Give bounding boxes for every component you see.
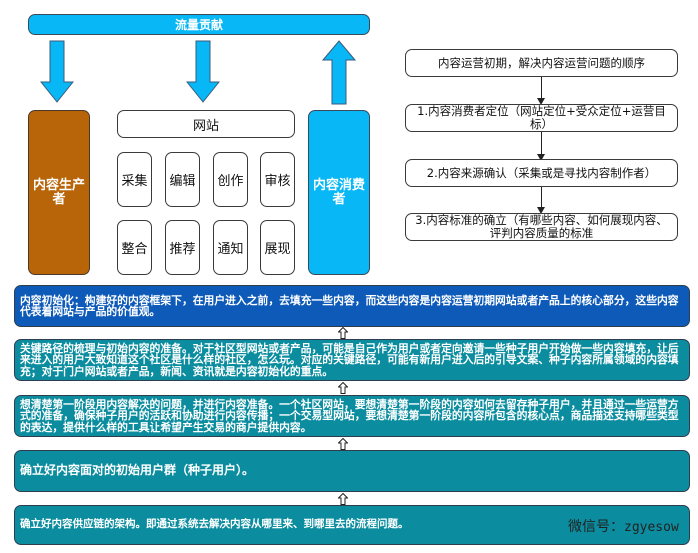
stage-text: 想清楚第一阶段用内容解决的问题，并进行内容准备。一个社区网站，要想清楚第一阶段的… [20, 397, 679, 434]
function-box-edit: 编辑 [165, 152, 200, 207]
flow-connector [541, 77, 542, 100]
flow-step-2: 2.内容来源确认（采集或是寻找内容制作者） [405, 159, 678, 187]
function-label: 编辑 [169, 174, 196, 189]
down-arrow-icon [40, 40, 74, 103]
flow-connector [541, 187, 542, 210]
down-arrow-icon [186, 40, 220, 103]
flow-connector [541, 132, 542, 156]
content-producer-box: 内容生产者 [28, 110, 90, 275]
stage-first-phase: 想清楚第一阶段用内容解决的问题，并进行内容准备。一个社区网站，要想清楚第一阶段的… [14, 395, 690, 437]
flow-step-1: 1.内容消费者定位（网站定位+受众定位+运营目标） [405, 104, 678, 132]
website-label: 网站 [192, 118, 219, 134]
function-box-integrate: 整合 [117, 220, 152, 275]
function-label: 展现 [264, 242, 291, 257]
stage-supply-chain: 确立好内容供应链的架构。即通过系统去解决内容从哪里来、到哪里去的流程问题。 [14, 505, 690, 545]
arrow-down-icon [537, 207, 545, 214]
function-label: 通知 [217, 242, 244, 257]
content-producer-label: 内容生产者 [33, 177, 86, 207]
flow-title: 内容运营初期，解决内容运营问题的顺序 [438, 55, 645, 70]
stage-text: 内容初始化：构建好的内容框架下，在用户进入之前，去填充一些内容，而这些内容是内容… [20, 293, 679, 318]
hollow-up-arrow-icon [338, 493, 348, 505]
function-box-notify: 通知 [213, 220, 248, 275]
content-consumer-label: 内容消费者 [313, 177, 366, 207]
flow-step-label: 1.内容消费者定位（网站定位+受众定位+运营目标） [417, 104, 666, 131]
watermark-label: 微信号： [568, 519, 624, 535]
function-label: 整合 [121, 242, 148, 257]
function-box-display: 展现 [260, 220, 295, 275]
function-box-create: 创作 [213, 152, 248, 207]
stage-seed-users: 确立好内容面对的初始用户群（种子用户）。 [14, 450, 690, 492]
arrow-down-icon [537, 98, 545, 105]
flow-step-3: 3.内容标准的确立（有哪些内容、如何展现内容、评判内容质量的标准 [405, 213, 678, 241]
watermark-id: zgyesow [624, 520, 679, 535]
watermark: 微信号：zgyesow [568, 516, 679, 536]
hollow-up-arrow-icon [338, 438, 348, 450]
hollow-up-arrow-icon [338, 382, 348, 394]
function-box-recommend: 推荐 [165, 220, 200, 275]
flow-step-label: 3.内容标准的确立（有哪些内容、如何展现内容、评判内容质量的标准 [415, 213, 668, 240]
function-label: 采集 [121, 174, 148, 189]
stage-key-path: 关键路径的梳理与初始内容的准备。对于社区型网站或者产品，可能是自己作为用户或者定… [14, 339, 690, 381]
traffic-contribution-label: 流量贡献 [174, 18, 223, 32]
stage-content-initialization: 内容初始化：构建好的内容框架下，在用户进入之前，去填充一些内容，而这些内容是内容… [14, 285, 690, 327]
stage-text: 确立好内容面对的初始用户群（种子用户）。 [20, 463, 255, 478]
content-consumer-box: 内容消费者 [308, 110, 370, 275]
function-label: 审核 [264, 174, 291, 189]
function-box-collect: 采集 [117, 152, 152, 207]
flow-title-box: 内容运营初期，解决内容运营问题的顺序 [405, 49, 678, 77]
stage-text: 确立好内容供应链的架构。即通过系统去解决内容从哪里来、到哪里去的流程问题。 [20, 518, 409, 531]
function-label: 推荐 [169, 242, 196, 257]
traffic-contribution-banner: 流量贡献 [28, 14, 370, 35]
flow-step-label: 2.内容来源确认（采集或是寻找内容制作者） [426, 165, 657, 180]
function-box-review: 审核 [260, 152, 295, 207]
stage-text: 关键路径的梳理与初始内容的准备。对于社区型网站或者产品，可能是自己作为用户或者定… [20, 341, 679, 378]
website-box: 网站 [117, 110, 295, 138]
hollow-up-arrow-icon [338, 327, 348, 339]
arrow-down-icon [537, 154, 545, 161]
function-label: 创作 [217, 174, 244, 189]
up-arrow-icon [322, 40, 356, 105]
